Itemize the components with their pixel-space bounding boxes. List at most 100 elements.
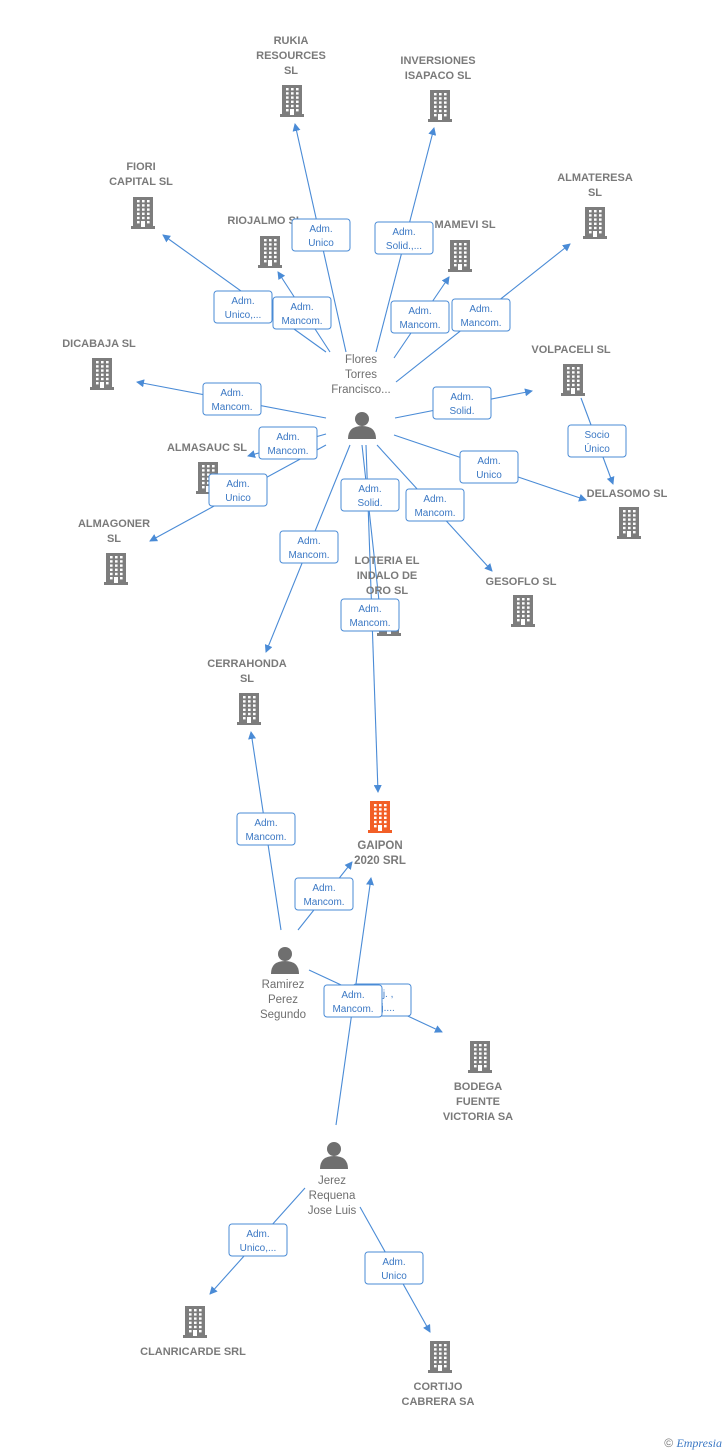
edge-label-jerez-to-cortijo[interactable]: Adm.Unico	[364, 1251, 424, 1285]
edge-label-flores-to-almasauc[interactable]: Adm.Mancom.	[258, 426, 318, 460]
edge-label-text: Unico	[381, 1271, 407, 1282]
edge-label-text: Adm.	[246, 1229, 269, 1240]
node-label: SL	[284, 65, 298, 77]
node-volpaceli[interactable]: VOLPACELI SL	[531, 344, 611, 396]
edge-label-flores-to-dicabaja[interactable]: Adm.Mancom.	[202, 382, 262, 416]
building-icon	[583, 207, 607, 239]
footer-brand[interactable]: © Empresia	[664, 1436, 722, 1451]
edge-label-flores-to-delasomo[interactable]: Adm.Unico	[459, 450, 519, 484]
edge-label-box	[364, 1251, 424, 1285]
edge-label-text: Socio	[584, 430, 609, 441]
edge-label-box	[323, 984, 383, 1018]
edge-label-flores-to-inversiones[interactable]: Adm. Solid.,...	[374, 221, 434, 255]
edge-label-flores-to-loteria[interactable]: Adm.Solid.	[340, 478, 400, 512]
edge-label-text: Mancom.	[460, 318, 501, 329]
node-label: ORO SL	[366, 585, 408, 597]
edge-label-text: Mancom.	[414, 508, 455, 519]
building-icon	[511, 595, 535, 627]
edges-layer	[136, 123, 615, 1333]
node-label: VICTORIA SA	[443, 1111, 513, 1123]
edge-label-text: Solid.,...	[386, 241, 422, 252]
node-label: VOLPACELI SL	[531, 344, 611, 356]
node-label: GAIPON	[357, 840, 402, 852]
edge-label-flores-to-fiori[interactable]: Adm.Unico,...	[213, 290, 273, 324]
node-almasauc[interactable]: ALMASAUC SL	[167, 442, 247, 494]
building-icon	[280, 85, 304, 117]
building-icon	[90, 358, 114, 390]
edge-label-ramirez-to-gaipon[interactable]: Adm.Mancom.	[294, 877, 354, 911]
edge-label-flores-to-gaipon[interactable]: Adm.Mancom.	[340, 598, 400, 632]
edge-label-text: Mancom.	[245, 832, 286, 843]
node-delasomo[interactable]: DELASOMO SL	[587, 488, 668, 539]
node-clanricarde[interactable]: CLANRICARDE SRL	[140, 1306, 246, 1358]
edge-label-text: Unico	[308, 238, 334, 249]
building-icon	[428, 1341, 452, 1373]
edge-label-box	[279, 530, 339, 564]
edge-label-text: Mancom.	[399, 320, 440, 331]
node-dicabaja[interactable]: DICABAJA SL	[62, 338, 136, 390]
node-riojalmo[interactable]: RIOJALMO SL	[227, 215, 303, 268]
node-label: DELASOMO SL	[587, 488, 668, 500]
node-label: Segundo	[260, 1009, 306, 1021]
edge-label-flores-to-gesoflo[interactable]: Adm.Mancom.	[405, 488, 465, 522]
node-label: ALMAGONER	[78, 518, 150, 530]
edge-label-text: Mancom.	[349, 618, 390, 629]
node-label: INDALO DE	[357, 570, 418, 582]
edge-label-box	[459, 450, 519, 484]
edge-label-flores-to-volpaceli[interactable]: Adm.Solid.	[432, 386, 492, 420]
edge-label-text: Adm.	[341, 990, 364, 1001]
brand-name: Empresia	[676, 1436, 722, 1450]
node-label: CLANRICARDE SRL	[140, 1346, 246, 1358]
node-flores[interactable]: FloresTorresFrancisco...	[331, 354, 391, 439]
node-label: RIOJALMO SL	[227, 215, 302, 227]
node-label: Ramirez	[262, 979, 305, 991]
edge-label-text: Adm.	[309, 224, 332, 235]
node-label: Francisco...	[331, 384, 390, 396]
node-mamevi[interactable]: MAMEVI SL	[434, 219, 496, 272]
building-icon	[561, 364, 585, 396]
edge-label-text: Único	[584, 442, 610, 455]
edge-label-text: Adm.	[226, 479, 249, 490]
edge-label-box	[208, 473, 268, 507]
edge-label-text: Solid.	[357, 498, 382, 509]
edge-label-box	[567, 424, 627, 458]
edge-label-box	[374, 221, 434, 255]
edge-label-box	[291, 218, 351, 252]
node-label: LOTERIA EL	[355, 555, 420, 567]
edge-label-text: Solid.	[449, 406, 474, 417]
building-icon	[428, 90, 452, 122]
edge-label-flores-to-riojalmo[interactable]: Adm.Mancom.	[272, 296, 332, 330]
edge-label-text: Adm.	[392, 227, 415, 238]
edge-label-jerez-to-clanricarde[interactable]: Adm.Unico,...	[228, 1223, 288, 1257]
edge-label-ramirez-to-cerrahonda[interactable]: Adm.Mancom.	[236, 812, 296, 846]
edge-label-flores-to-mamevi[interactable]: Adm.Mancom.	[390, 300, 450, 334]
copyright-symbol: ©	[664, 1436, 674, 1450]
edge-label-box	[228, 1223, 288, 1257]
node-label: CORTIJO	[414, 1381, 463, 1393]
edge-label-text: Mancom.	[303, 897, 344, 908]
edge-label-flores-to-cerrahonda[interactable]: Adm.Mancom.	[279, 530, 339, 564]
edge-label-text: Adm.	[231, 296, 254, 307]
edge-label-flores-to-almateresa[interactable]: Adm.Mancom.	[451, 298, 511, 332]
edge-label-box	[451, 298, 511, 332]
edge-label-flores-to-rukia[interactable]: Adm. Unico	[291, 218, 351, 252]
node-label: ALMATERESA	[557, 172, 633, 184]
node-label: ALMASAUC SL	[167, 442, 247, 454]
edge-label-flores-to-almagoner[interactable]: Adm. Unico	[208, 473, 268, 507]
edge-label-jerez-to-gaipon[interactable]: Adm.Mancom.	[323, 984, 383, 1018]
node-gesoflo[interactable]: GESOFLO SL	[486, 576, 557, 627]
edge-label-text: Unico	[225, 493, 251, 504]
node-label: RUKIA	[274, 35, 309, 47]
